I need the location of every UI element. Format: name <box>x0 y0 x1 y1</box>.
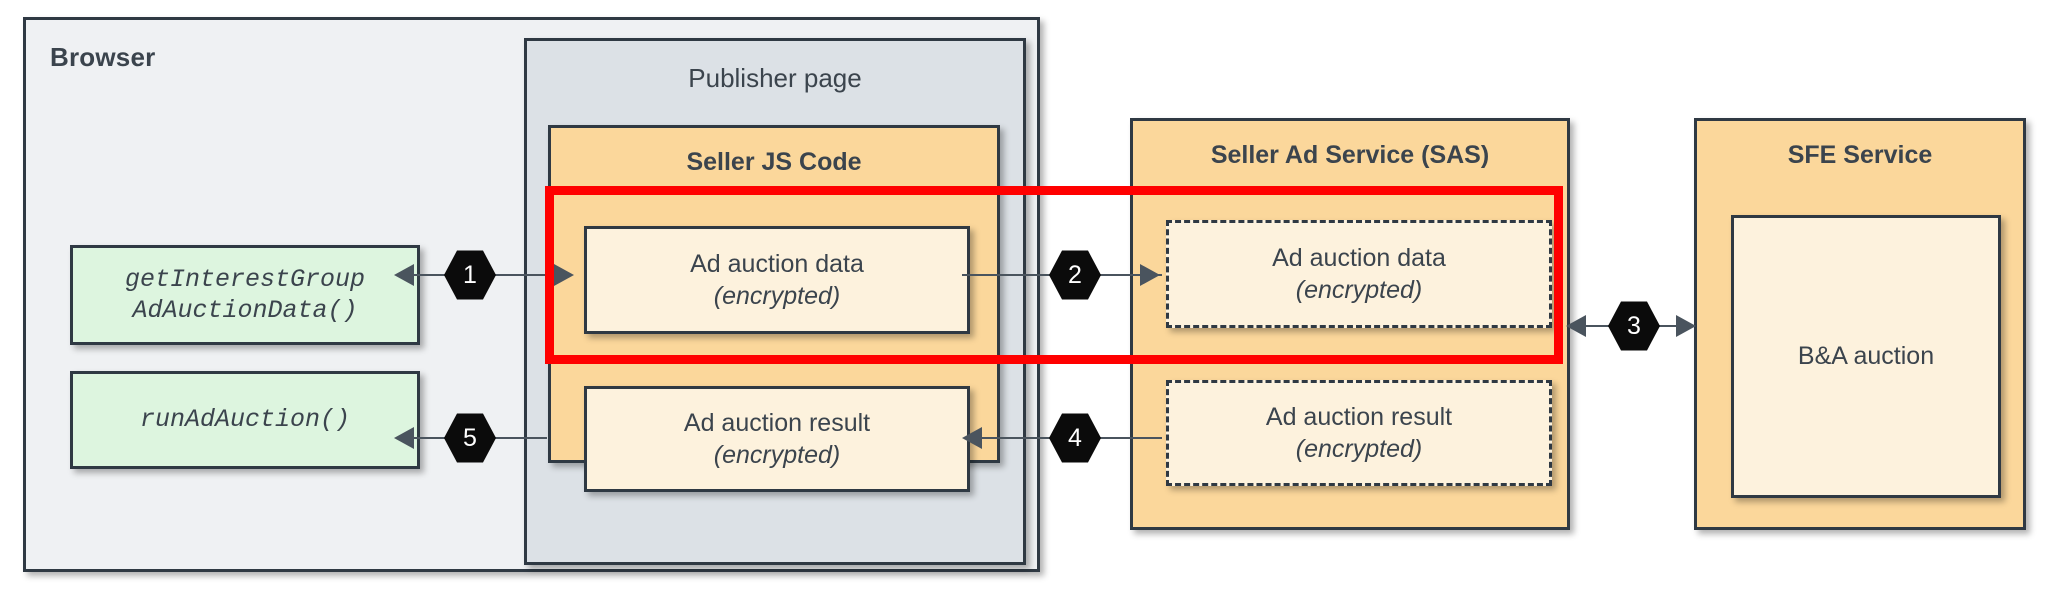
arrowhead-step-3-right <box>1676 315 1696 337</box>
sas-ad-auction-result-box: Ad auction result (encrypted) <box>1166 380 1552 486</box>
step-marker-4: 4 <box>1049 413 1101 463</box>
box-title: Ad auction result <box>1265 402 1453 431</box>
sfe-bna-auction-box: B&A auction <box>1731 215 2001 498</box>
seller-js-ad-auction-result-box: Ad auction result (encrypted) <box>584 386 970 492</box>
box-subtitle: (encrypted) <box>1295 276 1423 304</box>
arrowhead-step-4-left <box>962 427 982 449</box>
api-box-get-interest-group-ad-auction-data: getInterestGroup AdAuctionData() <box>70 245 420 345</box>
arrowhead-step-1-right <box>554 264 574 286</box>
seller-ad-service-label: Seller Ad Service (SAS) <box>1210 141 1490 169</box>
browser-container: Browser getInterestGroup AdAuctionData()… <box>23 17 1040 572</box>
sas-ad-auction-data-box: Ad auction data (encrypted) <box>1166 220 1552 328</box>
api-call-line-1: getInterestGroup <box>124 264 366 294</box>
arrowhead-step-3-left <box>1566 315 1586 337</box>
sfe-service-label: SFE Service <box>1787 141 1933 169</box>
box-title: Ad auction result <box>683 408 871 437</box>
box-title: Ad auction data <box>690 249 864 278</box>
api-box-run-ad-auction: runAdAuction() <box>70 371 420 469</box>
box-subtitle: (encrypted) <box>713 441 841 469</box>
publisher-page-container: Publisher page Seller JS Code Ad auction… <box>524 38 1026 565</box>
box-title: Ad auction data <box>1272 243 1446 272</box>
arrowhead-step-2-right <box>1140 264 1160 286</box>
sfe-service-container: SFE Service B&A auction <box>1694 118 2026 530</box>
seller-js-ad-auction-data-box: Ad auction data (encrypted) <box>584 226 970 334</box>
step-marker-2: 2 <box>1049 250 1101 300</box>
box-subtitle: (encrypted) <box>1295 435 1423 463</box>
box-title: B&A auction <box>1797 342 1935 371</box>
api-call-line-2: AdAuctionData() <box>132 296 358 325</box>
step-marker-3: 3 <box>1608 301 1660 351</box>
step-number: 2 <box>1068 260 1082 289</box>
box-subtitle: (encrypted) <box>713 282 841 310</box>
api-call-line-3: runAdAuction() <box>139 405 351 435</box>
step-number: 5 <box>463 423 477 452</box>
seller-js-code-label: Seller JS Code <box>686 148 862 176</box>
arrowhead-step-1-left <box>394 264 414 286</box>
seller-js-code-container: Seller JS Code Ad auction data (encrypte… <box>548 125 1000 492</box>
step-number: 4 <box>1068 423 1082 452</box>
seller-ad-service-container: Seller Ad Service (SAS) Ad auction data … <box>1130 118 1570 530</box>
api-call-text-1: getInterestGroup AdAuctionData() <box>125 264 365 327</box>
browser-label: Browser <box>50 42 156 72</box>
publisher-page-label: Publisher page <box>688 63 862 93</box>
arrowhead-step-5-left <box>394 427 414 449</box>
step-number: 1 <box>463 260 477 289</box>
step-number: 3 <box>1627 311 1641 340</box>
api-call-text-2: runAdAuction() <box>140 404 350 435</box>
